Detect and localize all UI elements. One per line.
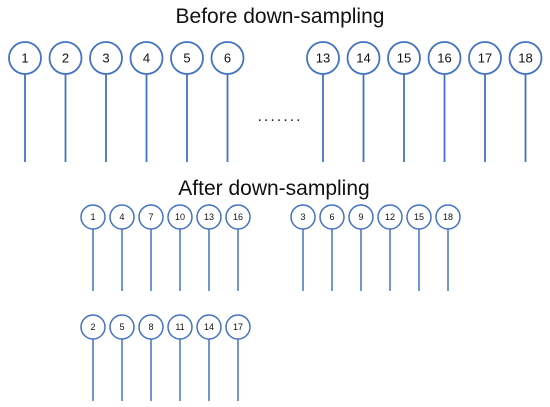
sample-label: 7 (148, 212, 153, 222)
sample-circle (80, 314, 106, 340)
sample-circle (290, 204, 316, 230)
sample-label: 15 (414, 212, 424, 222)
sample-label: 1 (90, 212, 95, 222)
sample-circle (210, 41, 245, 75)
sample-marker: 17 (225, 314, 251, 401)
sample-marker: 14 (346, 41, 381, 162)
sample-marker: 14 (196, 314, 222, 401)
sample-circle (508, 41, 543, 75)
sample-marker: 15 (387, 41, 421, 162)
sample-circle (129, 41, 164, 75)
sample-circle (89, 41, 123, 75)
sample-circle (225, 314, 251, 340)
sample-label: 13 (316, 51, 330, 66)
sample-circle (427, 41, 462, 75)
sample-circle (435, 204, 461, 230)
after-group-a: 1 4 7 10 13 16 (80, 204, 251, 291)
sample-circle (319, 204, 345, 230)
sample-circle (138, 314, 164, 340)
sample-label: 11 (175, 322, 184, 332)
sample-circle (306, 41, 340, 75)
sample-circle (8, 41, 42, 75)
title-after: After down-sampling (178, 177, 369, 200)
sample-circle (196, 204, 222, 230)
sample-label: 5 (183, 51, 190, 66)
sample-marker: 13 (306, 41, 340, 162)
sample-circle (109, 314, 135, 340)
sample-circle (387, 41, 421, 75)
sample-marker: 9 (348, 204, 374, 291)
sample-marker: 13 (196, 204, 222, 291)
sample-circle (109, 204, 135, 230)
sample-marker: 1 (80, 204, 106, 291)
sample-marker: 10 (167, 204, 193, 291)
sample-label: 10 (175, 212, 185, 222)
sample-marker: 7 (138, 204, 164, 291)
sample-marker: 3 (290, 204, 316, 291)
sample-label: 15 (397, 51, 411, 66)
sample-label: 4 (143, 51, 150, 66)
sample-marker: 17 (468, 41, 502, 162)
after-group-c: 2 5 8 11 14 17 (80, 314, 251, 401)
sample-label: 18 (443, 212, 453, 222)
sample-marker: 5 (170, 41, 204, 162)
sample-marker: 6 (210, 41, 245, 162)
sample-label: 16 (437, 51, 451, 66)
sample-label: 3 (102, 51, 109, 66)
before-right-group: 13 14 15 16 17 18 (306, 41, 543, 162)
title-before: Before down-sampling (176, 5, 385, 28)
sample-marker: 16 (427, 41, 462, 162)
sample-marker: 8 (138, 314, 164, 401)
sample-label: 1 (21, 51, 28, 66)
sample-label: 18 (518, 51, 532, 66)
sample-circle (167, 204, 193, 230)
sample-circle (225, 204, 251, 230)
sample-circle (80, 204, 106, 230)
sample-label: 13 (204, 212, 214, 222)
sample-marker: 11 (167, 314, 193, 401)
ellipsis: ....... (257, 108, 302, 125)
sample-circle (170, 41, 204, 75)
sample-circle (167, 314, 193, 340)
sample-marker: 6 (319, 204, 345, 291)
sample-label: 6 (224, 51, 231, 66)
sample-marker: 12 (377, 204, 403, 291)
sample-marker: 1 (8, 41, 42, 162)
sample-marker: 2 (80, 314, 106, 401)
sample-marker: 15 (406, 204, 432, 291)
sample-circle (138, 204, 164, 230)
sample-marker: 2 (48, 41, 83, 162)
sample-marker: 16 (225, 204, 251, 291)
after-group-b: 3 6 9 12 15 18 (290, 204, 461, 291)
sample-marker: 5 (109, 314, 135, 401)
sample-circle (346, 41, 381, 75)
sample-label: 3 (300, 212, 305, 222)
sample-label: 17 (478, 51, 492, 66)
sample-label: 5 (119, 322, 124, 332)
sample-label: 17 (233, 322, 243, 332)
sample-label: 9 (358, 212, 363, 222)
sample-marker: 4 (129, 41, 164, 162)
sample-circle (196, 314, 222, 340)
sample-marker: 3 (89, 41, 123, 162)
sample-marker: 18 (508, 41, 543, 162)
sample-label: 4 (119, 212, 124, 222)
sample-label: 8 (148, 322, 153, 332)
sample-circle (348, 204, 374, 230)
sample-label: 14 (356, 51, 370, 66)
sample-label: 6 (329, 212, 334, 222)
sample-label: 2 (62, 51, 69, 66)
sample-label: 14 (204, 322, 214, 332)
sample-circle (377, 204, 403, 230)
sample-marker: 18 (435, 204, 461, 291)
sample-label: 2 (90, 322, 95, 332)
sample-label: 12 (385, 212, 395, 222)
sample-circle (48, 41, 83, 75)
sample-circle (468, 41, 502, 75)
sample-marker: 4 (109, 204, 135, 291)
sample-label: 16 (233, 212, 243, 222)
sample-circle (406, 204, 432, 230)
before-left-group: 1 2 3 4 5 6 (8, 41, 245, 162)
